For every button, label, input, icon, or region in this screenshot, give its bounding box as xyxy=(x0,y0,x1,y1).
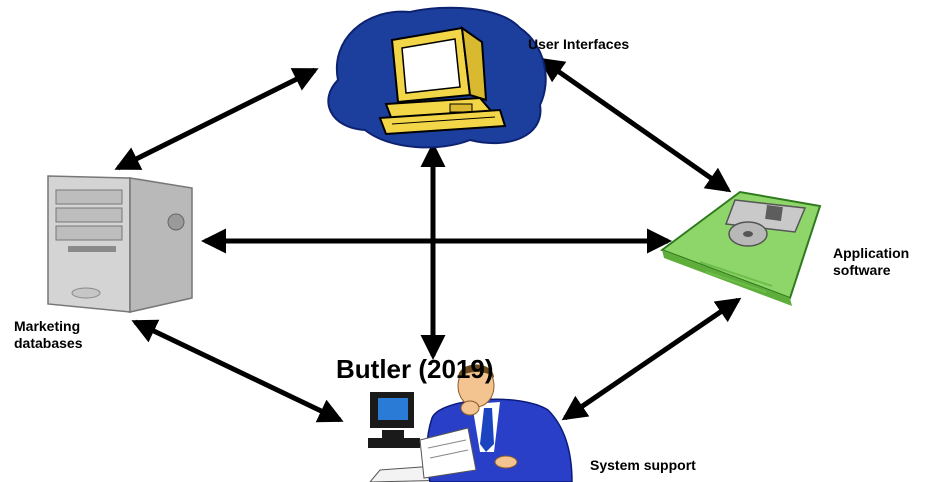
computer-monitor-icon xyxy=(327,6,547,149)
label-marketing-line1: Marketing xyxy=(14,318,81,334)
arrow-databases-user-interfaces xyxy=(114,67,319,171)
arrow-databases-system-support xyxy=(131,319,344,423)
arrow-user-interfaces-application xyxy=(538,57,732,193)
server-tower-icon xyxy=(47,175,193,313)
label-application-software: Application software xyxy=(833,245,909,279)
label-user-interfaces-text: User Interfaces xyxy=(528,36,630,52)
arrow-application-system-support xyxy=(561,297,742,421)
label-application-line2: software xyxy=(833,262,891,278)
connectors xyxy=(114,57,742,423)
floppy-disk-icon xyxy=(659,190,822,306)
label-marketing-line2: databases xyxy=(14,335,83,351)
label-system-support-text: System support xyxy=(590,457,696,473)
label-marketing-databases: Marketing databases xyxy=(14,318,82,352)
label-user-interfaces: User Interfaces xyxy=(528,36,629,53)
citation-text: Butler (2019) xyxy=(336,354,494,384)
label-application-line1: Application xyxy=(833,245,910,261)
businessman-at-computer-icon xyxy=(368,364,573,482)
label-system-support: System support xyxy=(590,457,696,474)
